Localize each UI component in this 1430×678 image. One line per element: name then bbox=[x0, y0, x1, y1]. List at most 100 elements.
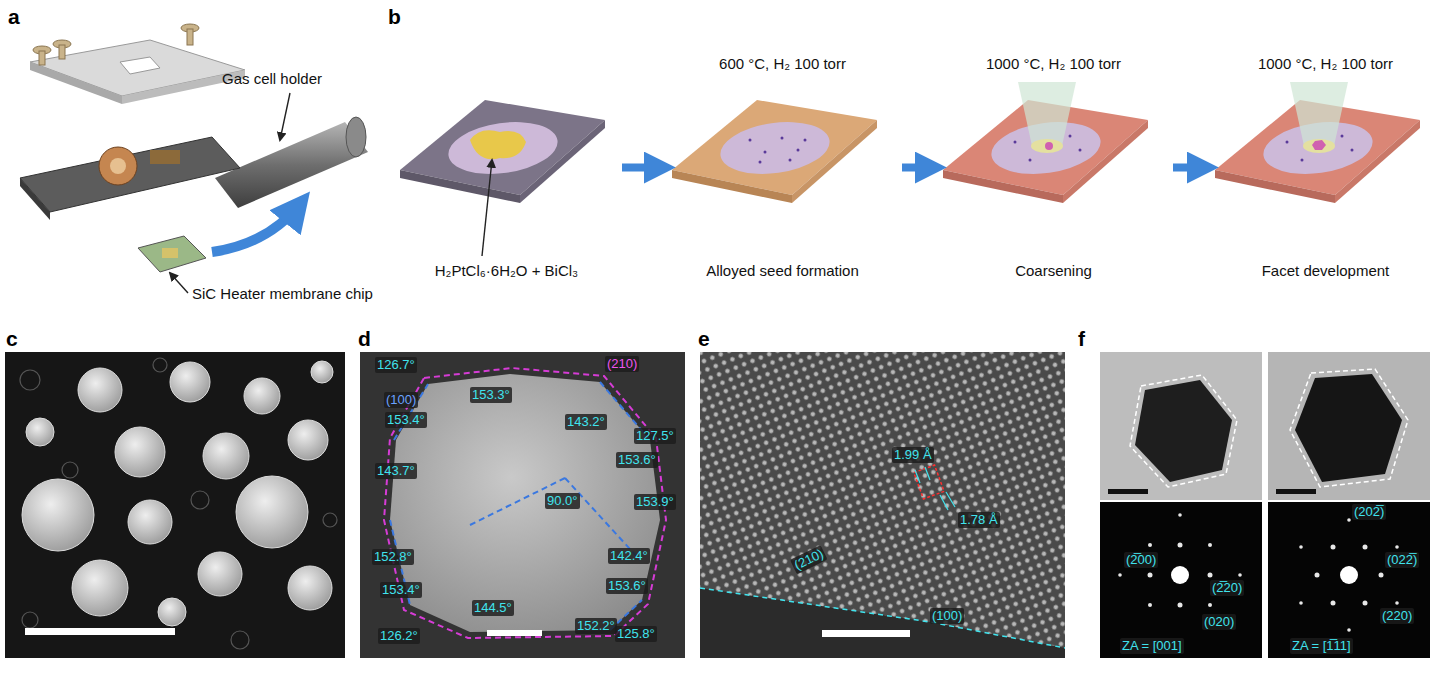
tem-and-diffraction-images-part bbox=[1148, 603, 1152, 607]
gas-cell-holder-illustration-part bbox=[212, 204, 300, 252]
hrtem-lattice-image-part bbox=[915, 470, 920, 483]
facet-label: (210) bbox=[605, 356, 639, 372]
sem-micrograph-part bbox=[22, 479, 94, 551]
tem-and-diffraction-images-part bbox=[1340, 566, 1358, 584]
process-chip-illustration-part bbox=[749, 139, 752, 142]
tem-and-diffraction-images-part bbox=[1118, 573, 1122, 577]
process-chip-illustration-part bbox=[1079, 149, 1082, 152]
hrtem-lattice-image-part bbox=[915, 467, 955, 510]
part-label: SiC Heater membrane chip bbox=[192, 285, 373, 303]
process-stage: 1000 °C, H₂ 100 torrFacet development bbox=[1210, 55, 1430, 280]
tem-and-diffraction-images-part bbox=[1299, 601, 1303, 605]
process-chip-illustration-part bbox=[1312, 140, 1326, 150]
tem-and-diffraction-images-part bbox=[1331, 545, 1336, 550]
process-chip-illustration-part bbox=[749, 137, 807, 164]
measurement-label: 153.9° bbox=[634, 494, 676, 510]
gas-cell-holder-illustration-part bbox=[33, 24, 199, 65]
measurement-label: 126.2° bbox=[378, 628, 420, 644]
measurement-label: (2̅20) bbox=[1210, 580, 1244, 596]
process-chip-illustration-part bbox=[1215, 170, 1335, 203]
sem-micrograph-part bbox=[236, 476, 308, 548]
tem-and-diffraction-images-part bbox=[1208, 603, 1212, 607]
sem-micrograph-part bbox=[191, 491, 209, 509]
process-chip-illustration-part bbox=[400, 170, 520, 203]
process-stage: H₂PtCl₆·6H₂O + BiCl₃ bbox=[395, 55, 618, 280]
gas-cell-holder-illustration-part bbox=[30, 40, 245, 96]
stage-condition: 1000 °C, H₂ 100 torr bbox=[1210, 55, 1430, 73]
flow-arrow bbox=[1173, 164, 1206, 172]
stage-name: Coarsening bbox=[938, 262, 1169, 280]
tem-and-diffraction-images-part bbox=[1290, 369, 1408, 487]
gas-cell-holder-illustration-part bbox=[30, 62, 122, 104]
sem-micrograph-part bbox=[288, 420, 328, 460]
tem-and-diffraction-images-part bbox=[1363, 601, 1368, 606]
measurement-label: (220) bbox=[1380, 608, 1414, 624]
tem-and-diffraction-images-part bbox=[1178, 603, 1183, 608]
panel-letter: a bbox=[8, 4, 20, 29]
measurement-label: (100) bbox=[930, 608, 964, 624]
haadf-particle-image-part bbox=[390, 382, 650, 630]
tem-and-diffraction-images-part bbox=[1100, 502, 1262, 658]
process-chip-illustration-part bbox=[943, 170, 1063, 203]
measurement-label: 125.8° bbox=[615, 626, 657, 642]
sem-micrograph-part bbox=[20, 358, 337, 649]
sem-micrograph-part bbox=[203, 433, 249, 479]
stage-name: Facet development bbox=[1210, 262, 1430, 280]
tem-and-diffraction-images-part bbox=[1148, 543, 1152, 547]
hrtem-lattice-image-part bbox=[700, 352, 1065, 658]
sem-micrograph-part bbox=[5, 352, 345, 658]
process-chip-illustration-part bbox=[764, 151, 767, 154]
sem-micrograph-part bbox=[323, 513, 337, 527]
haadf-particle-image-part bbox=[384, 368, 666, 638]
tem-and-diffraction-images-part bbox=[1148, 573, 1153, 578]
sem-micrograph-part bbox=[20, 370, 40, 390]
sem-micrograph-part bbox=[62, 462, 78, 478]
measurement-label: ZA = [001] bbox=[1120, 638, 1184, 654]
measurement-label: 90.0° bbox=[545, 493, 580, 509]
tem-and-diffraction-images-part bbox=[1331, 601, 1336, 606]
process-chip-illustration-part bbox=[1351, 149, 1354, 152]
stage-condition: 1000 °C, H₂ 100 torr bbox=[938, 55, 1169, 73]
process-chip-illustration-part bbox=[445, 116, 561, 181]
process-chip-illustration-part bbox=[759, 161, 762, 164]
measurement-label: 1.99 Å bbox=[892, 447, 934, 463]
hrtem-lattice-image-part bbox=[940, 495, 948, 510]
process-stage: 600 °C, H₂ 100 torrAlloyed seed formatio… bbox=[667, 55, 898, 280]
tem-and-diffraction-images-part bbox=[1178, 543, 1183, 548]
process-chip-illustration-part bbox=[717, 116, 833, 181]
measurement-label: 142.4° bbox=[608, 548, 650, 564]
sem-micrograph-part bbox=[26, 418, 54, 446]
process-chip-illustration-part bbox=[804, 139, 807, 142]
flow-arrow bbox=[622, 164, 663, 172]
measurement-label: (202̅) bbox=[1352, 504, 1386, 520]
stage-name: Alloyed seed formation bbox=[667, 262, 898, 280]
measurement-label: 152.2° bbox=[575, 618, 617, 634]
measurement-label: 126.7° bbox=[375, 357, 417, 373]
process-chip-illustration-part bbox=[781, 137, 784, 140]
gas-cell-holder-illustration-part bbox=[280, 93, 290, 140]
sem-micrograph-part bbox=[78, 368, 122, 412]
process-chip-illustration-part bbox=[482, 160, 492, 256]
tem-and-diffraction-images-part bbox=[1100, 352, 1262, 500]
measurement-label: 143.2° bbox=[565, 414, 607, 430]
tem-and-diffraction-images-part bbox=[1130, 375, 1237, 487]
gas-cell-holder-illustration-part bbox=[110, 158, 126, 174]
tem-and-diffraction-images-part bbox=[1379, 573, 1384, 578]
process-chip-illustration-part bbox=[1018, 82, 1076, 146]
panel-letter: e bbox=[698, 326, 710, 351]
measurement-label: (2̅00) bbox=[1124, 552, 1158, 568]
tem-and-diffraction-images-part bbox=[1347, 628, 1351, 632]
tem-and-diffraction-images-part bbox=[1347, 518, 1351, 522]
sem-micrograph-part bbox=[22, 361, 333, 626]
haadf-particle-image bbox=[360, 352, 685, 658]
sem-micrograph-part bbox=[115, 427, 165, 477]
hrtem-lattice-image-part bbox=[700, 352, 1065, 648]
sem-micrograph-part bbox=[198, 552, 242, 596]
measurement-label: 153.6° bbox=[606, 578, 648, 594]
haadf-particle-image-part bbox=[360, 352, 685, 658]
measurement-label: ZA = [1̅11] bbox=[1290, 638, 1353, 654]
stage-condition: 600 °C, H₂ 100 torr bbox=[667, 55, 898, 73]
gas-cell-holder-illustration-part bbox=[59, 45, 65, 59]
panel-letter: f bbox=[1078, 326, 1085, 351]
gas-cell-holder-illustration bbox=[20, 24, 368, 293]
